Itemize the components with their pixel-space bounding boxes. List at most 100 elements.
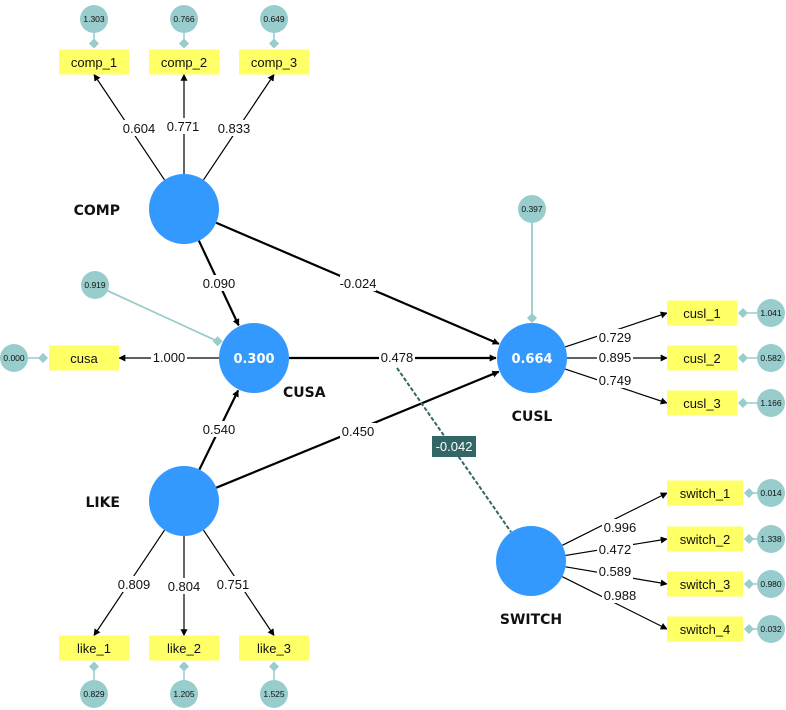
- path-coef-like-cusa: 0.540: [203, 422, 236, 437]
- loading-label-like_2-bg: [166, 578, 202, 594]
- indicator-switch_3[interactable]: switch_3: [667, 571, 743, 597]
- indicator-comp_3[interactable]: comp_3: [239, 49, 309, 75]
- error-circle[interactable]: [170, 5, 198, 33]
- loading-label-comp_1: 0.604: [123, 121, 156, 136]
- error-term-switch_1[interactable]: 0.014: [757, 479, 785, 507]
- loading-label-like_3-bg: [215, 576, 251, 592]
- indicator-box[interactable]: [239, 635, 309, 661]
- latent-switch[interactable]: SWITCH: [496, 526, 566, 628]
- error-value: 0.582: [760, 353, 782, 363]
- error-circle[interactable]: [260, 680, 288, 708]
- error-circle[interactable]: [80, 680, 108, 708]
- error-diamond-icon: [38, 353, 48, 363]
- indicator-box[interactable]: [667, 616, 743, 642]
- loading-label-comp_2-bg: [165, 118, 201, 134]
- indicator-switch_1[interactable]: switch_1: [667, 480, 743, 506]
- error-value: 0.919: [84, 280, 106, 290]
- loading-label-cusa-bg: [151, 349, 187, 365]
- error-circle[interactable]: [757, 615, 785, 643]
- latent-circle[interactable]: [219, 323, 289, 393]
- latent-name: CUSL: [512, 409, 553, 425]
- indicator-box[interactable]: [149, 49, 219, 75]
- indicator-box[interactable]: [59, 49, 129, 75]
- latent-circle[interactable]: [149, 466, 219, 536]
- latent-like[interactable]: LIKE: [85, 466, 219, 536]
- error-circle[interactable]: [0, 344, 28, 372]
- indicator-label: cusa: [70, 351, 98, 366]
- error-circle[interactable]: [757, 525, 785, 553]
- indicator-cusl_3[interactable]: cusl_3: [667, 390, 737, 416]
- indicator-switch_2[interactable]: switch_2: [667, 526, 743, 552]
- error-term-cusl_2[interactable]: 0.582: [757, 344, 785, 372]
- error-circle[interactable]: [757, 344, 785, 372]
- error-circle[interactable]: [260, 5, 288, 33]
- latent-error-cusl[interactable]: 0.397: [518, 195, 546, 223]
- indicator-comp_2[interactable]: comp_2: [149, 49, 219, 75]
- error-term-comp_3[interactable]: 0.649: [260, 5, 288, 33]
- path-coef-comp-cusa: 0.090: [203, 276, 236, 291]
- latent-circle[interactable]: [496, 526, 566, 596]
- indicator-box[interactable]: [59, 635, 129, 661]
- r-squared-value: 0.300: [233, 352, 274, 367]
- error-value: 0.766: [173, 14, 195, 24]
- latent-circle[interactable]: [497, 323, 567, 393]
- error-circle[interactable]: [757, 389, 785, 417]
- error-term-switch_2[interactable]: 1.338: [757, 525, 785, 553]
- indicator-box[interactable]: [149, 635, 219, 661]
- indicator-like_2[interactable]: like_2: [149, 635, 219, 661]
- moderation-coef: -0.042: [436, 439, 473, 454]
- error-circle[interactable]: [170, 680, 198, 708]
- indicator-label: like_2: [167, 641, 201, 656]
- indicator-box[interactable]: [49, 345, 119, 371]
- error-circle[interactable]: [757, 570, 785, 598]
- loading-label-cusl_1: 0.729: [599, 330, 632, 345]
- error-circle[interactable]: [81, 271, 109, 299]
- indicator-label: cusl_3: [683, 396, 721, 411]
- latent-name: CUSA: [283, 385, 326, 401]
- error-term-like_2[interactable]: 1.205: [170, 680, 198, 708]
- path-coef-like-cusl-bg: [340, 423, 376, 439]
- error-circle[interactable]: [757, 479, 785, 507]
- loading-label-comp_2: 0.771: [167, 119, 200, 134]
- indicator-box[interactable]: [667, 390, 737, 416]
- error-term-comp_1[interactable]: 1.303: [80, 5, 108, 33]
- indicator-box[interactable]: [239, 49, 309, 75]
- error-circle[interactable]: [80, 5, 108, 33]
- indicator-label: switch_1: [680, 486, 731, 501]
- indicator-like_3[interactable]: like_3: [239, 635, 309, 661]
- latent-error-cusa[interactable]: 0.919: [81, 271, 109, 299]
- error-term-like_1[interactable]: 0.829: [80, 680, 108, 708]
- error-term-switch_4[interactable]: 0.032: [757, 615, 785, 643]
- error-circle[interactable]: [518, 195, 546, 223]
- latent-name: SWITCH: [500, 612, 562, 628]
- error-value: 1.338: [760, 534, 782, 544]
- indicator-switch_4[interactable]: switch_4: [667, 616, 743, 642]
- indicator-box[interactable]: [667, 480, 743, 506]
- error-term-cusl_1[interactable]: 1.041: [757, 299, 785, 327]
- indicator-box[interactable]: [667, 571, 743, 597]
- latent-circle[interactable]: [149, 174, 219, 244]
- error-term-comp_2[interactable]: 0.766: [170, 5, 198, 33]
- error-term-switch_3[interactable]: 0.980: [757, 570, 785, 598]
- error-term-cusa[interactable]: 0.000: [0, 344, 28, 372]
- indicator-box[interactable]: [667, 345, 737, 371]
- error-term-like_3[interactable]: 1.525: [260, 680, 288, 708]
- error-diamond-icon: [738, 398, 748, 408]
- indicator-comp_1[interactable]: comp_1: [59, 49, 129, 75]
- indicator-box[interactable]: [667, 300, 737, 326]
- path-coef-comp-cusl: -0.024: [340, 276, 377, 291]
- loading-label-cusl_3-bg: [597, 372, 633, 388]
- loading-label-switch_2: 0.472: [599, 542, 632, 557]
- indicator-cusl_1[interactable]: cusl_1: [667, 300, 737, 326]
- indicator-like_1[interactable]: like_1: [59, 635, 129, 661]
- error-circle[interactable]: [757, 299, 785, 327]
- latent-comp[interactable]: COMP: [74, 174, 219, 244]
- error-term-cusl_3[interactable]: 1.166: [757, 389, 785, 417]
- indicator-cusa[interactable]: cusa: [49, 345, 119, 371]
- indicator-cusl_2[interactable]: cusl_2: [667, 345, 737, 371]
- r-squared-value: 0.664: [511, 352, 552, 367]
- indicator-box[interactable]: [667, 526, 743, 552]
- error-value: 1.205: [173, 689, 195, 699]
